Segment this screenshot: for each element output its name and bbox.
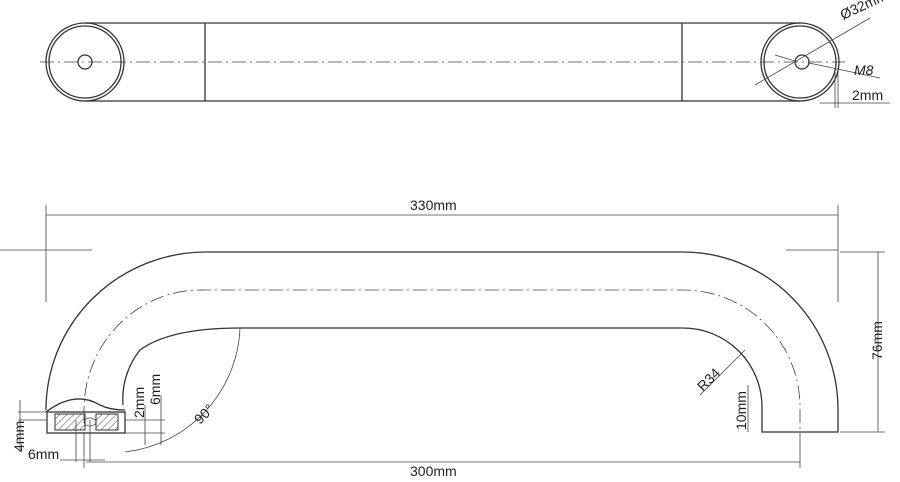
left-hole <box>77 54 93 70</box>
diameter-leader <box>754 17 871 86</box>
center-distance-label: 300mm <box>410 463 457 479</box>
top-view: Ø32mm M8 2mm <box>40 0 890 108</box>
section-hatch <box>54 413 86 431</box>
angle-label: 90° <box>191 401 217 427</box>
m8-leader <box>808 62 881 79</box>
right-end-circle <box>760 22 840 102</box>
bar-outline <box>85 22 800 102</box>
radius-leader <box>699 349 746 396</box>
thread-label: M8 <box>854 62 874 78</box>
handle-outer-edge <box>45 251 839 433</box>
section-cap <box>45 398 126 413</box>
overall-width-label: 330mm <box>410 197 457 213</box>
section-depth-6mm: 6mm <box>147 374 163 405</box>
handle-centerline <box>83 289 801 440</box>
section-hole-label: 6mm <box>28 446 59 462</box>
diameter-label: Ø32mm <box>838 0 890 23</box>
front-view: 330mm 300mm 76mm R34 10mm 90° 2mm 6mm 4m… <box>0 197 885 479</box>
wall-label: 2mm <box>852 87 883 103</box>
section-outline <box>46 411 126 434</box>
angle-arc <box>124 327 241 453</box>
leg-label: 10mm <box>733 391 749 430</box>
left-end-circle <box>45 22 125 102</box>
section-hatch <box>95 413 119 431</box>
height-label: 76mm <box>869 321 885 360</box>
radius-label: R34 <box>694 364 724 394</box>
section-thickness-label: 4mm <box>11 421 27 452</box>
section-depth-2mm: 2mm <box>131 387 147 418</box>
